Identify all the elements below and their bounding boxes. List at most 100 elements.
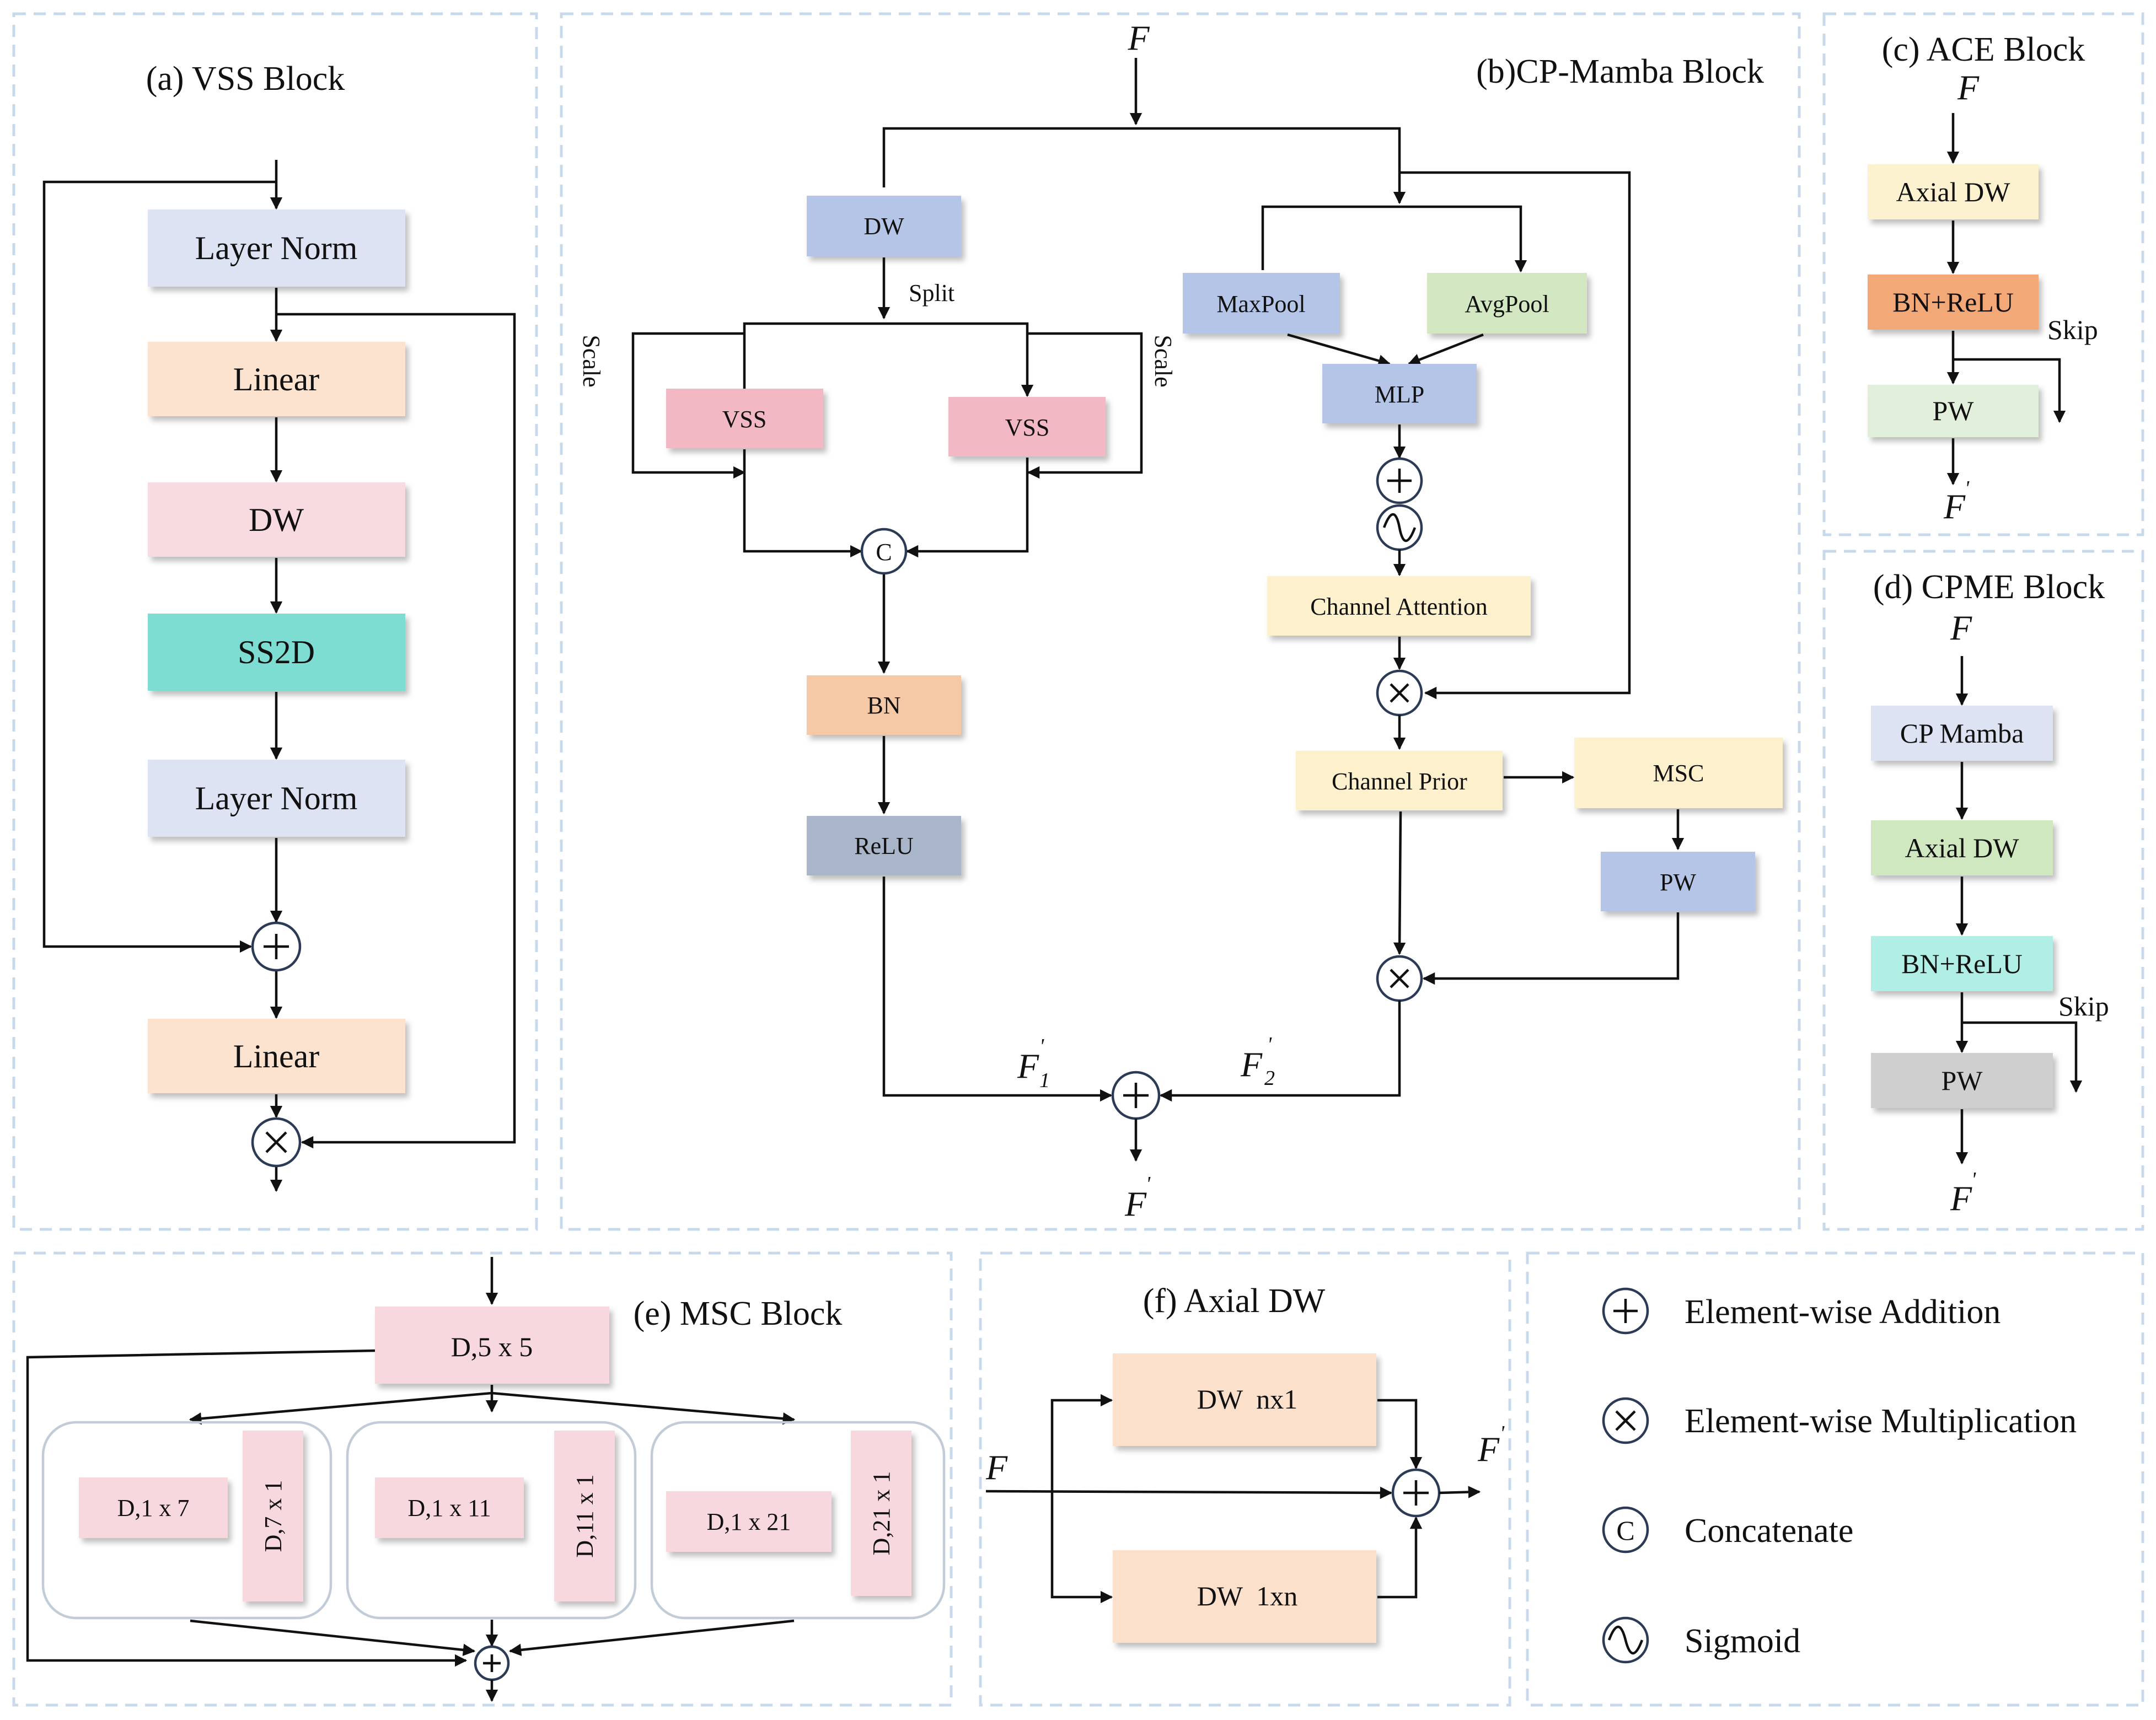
panel-e-title: (e) MSC Block (634, 1295, 843, 1332)
cp-mamba-box (1871, 706, 2053, 761)
c-output-F: F (1943, 487, 1966, 526)
cp-mamba-label: CP Mamba (1900, 718, 2024, 749)
channel-prior-label: Channel Prior (1332, 768, 1467, 795)
vss-label-left: VSS (722, 406, 767, 433)
b-dw-box (807, 196, 961, 256)
scale-label-left: Scale (578, 335, 605, 387)
dw-nx1-box (1113, 1353, 1376, 1446)
concat-circle (860, 528, 908, 575)
linear-label-1: Linear (233, 361, 320, 397)
d1x7-label: D,1 x 7 (117, 1495, 190, 1522)
dw-label: DW (249, 502, 304, 538)
msc-box (1574, 738, 1783, 808)
ss2d-box (148, 614, 405, 691)
c-axial-dw-label: Axial DW (1896, 176, 2011, 207)
d-pw-box (1871, 1053, 2053, 1108)
layer-norm-box-2 (148, 760, 405, 837)
panel-b-title: (b)CP-Mamba Block (1476, 53, 1764, 90)
channel-attention-label: Channel Attention (1310, 593, 1487, 620)
relu-label: ReLU (854, 832, 914, 859)
ss2d-label: SS2D (238, 634, 315, 670)
scale-label-right: Scale (1150, 335, 1177, 387)
f2-prime: ' (1267, 1033, 1272, 1056)
d1x11-box (375, 1477, 524, 1538)
avgpool-label: AvgPool (1465, 291, 1549, 318)
d-output-prime: ' (1971, 1168, 1976, 1191)
d-input-F: F (1950, 608, 1972, 647)
vss-box-left (666, 389, 823, 448)
d1x21-box (666, 1491, 832, 1552)
legend: Element-wise Addition Element-wise Multi… (1602, 1287, 2077, 1664)
panel-a-title: (a) VSS Block (146, 60, 345, 98)
panel-c: (c) ACE Block F Axial DW BN+ReLU Skip PW… (1868, 31, 2098, 526)
b-pw-label: PW (1660, 869, 1696, 896)
c-input-F: F (1957, 68, 1980, 107)
channel-prior-box (1296, 751, 1503, 810)
f-output-F: F (1477, 1429, 1500, 1469)
panel-d-border (1822, 550, 2144, 1231)
f2-subscript: 2 (1264, 1067, 1275, 1090)
d-axial-dw-box (1871, 820, 2053, 875)
panel-a-border (12, 12, 538, 1231)
split-label: Split (909, 280, 954, 307)
c-pw-label: PW (1933, 395, 1975, 426)
panel-c-border (1822, 12, 2144, 536)
linear-box-1 (148, 342, 405, 416)
dw-box (148, 482, 405, 557)
msc-group-2 (346, 1421, 637, 1620)
layer-norm-label-1: Layer Norm (195, 230, 358, 266)
f-output-prime: ' (1500, 1422, 1505, 1445)
legend-multiplication-label: Element-wise Multiplication (1685, 1402, 2077, 1440)
d5x5-label: D,5 x 5 (451, 1331, 533, 1362)
d5x5-box (375, 1307, 609, 1384)
d11x1-label: D,11 x 1 (571, 1474, 598, 1557)
msc-group-1 (41, 1421, 332, 1620)
d11x1-box (554, 1431, 615, 1601)
f1-subscript: 1 (1039, 1069, 1050, 1092)
panel-a: (a) VSS Block Layer Norm Linear DW SS2D … (42, 60, 516, 1192)
bn-box (807, 675, 961, 735)
d21x1-box (851, 1431, 911, 1596)
legend-addition-label: Element-wise Addition (1685, 1293, 2001, 1331)
bn-label: BN (867, 692, 900, 719)
legend-sigmoid-label: Sigmoid (1685, 1622, 1800, 1660)
concatenate-icon-letter: C (1616, 1515, 1634, 1546)
d-skip-label: Skip (2058, 991, 2109, 1022)
dw-1xn-label: DW 1xn (1197, 1581, 1297, 1611)
panel-b: (b)CP-Mamba Block F DW Split Scale Scale… (578, 18, 1783, 1223)
layer-norm-label-2: Layer Norm (195, 780, 358, 816)
maxpool-label: MaxPool (1216, 291, 1305, 318)
linear-label-2: Linear (233, 1038, 320, 1074)
panel-legend-border (1526, 1251, 2144, 1707)
f-input-F: F (985, 1448, 1008, 1487)
d-bn-relu-label: BN+ReLU (1901, 948, 2023, 979)
c-output-prime: ' (1965, 477, 1970, 500)
legend-concatenate-label: Concatenate (1685, 1512, 1853, 1550)
panel-e: (e) MSC Block D,5 x 5 D,1 x 7 D,7 x 1 D,… (26, 1257, 946, 1702)
d7x1-box (243, 1431, 303, 1601)
d1x11-label: D,1 x 11 (407, 1495, 491, 1522)
d-pw-label: PW (1942, 1065, 1983, 1096)
d-bn-relu-box (1871, 936, 2053, 991)
f1-label: F (1017, 1046, 1039, 1085)
b-pw-box (1601, 852, 1755, 911)
avgpool-box (1427, 273, 1587, 334)
panel-e-border (12, 1251, 953, 1707)
d1x21-label: D,1 x 21 (707, 1508, 791, 1535)
d21x1-label: D,21 x 1 (868, 1471, 895, 1556)
channel-attention-box (1267, 576, 1531, 636)
d-output-F: F (1950, 1179, 1972, 1218)
panel-d: (d) CPME Block F CP Mamba Axial DW BN+Re… (1871, 568, 2109, 1218)
panel-f-title: (f) Axial DW (1143, 1282, 1326, 1320)
b-dw-label: DW (864, 213, 904, 240)
vss-box-right (948, 397, 1106, 456)
dw-1xn-box (1113, 1550, 1376, 1643)
linear-box-2 (148, 1019, 405, 1093)
concatenate-icon (1602, 1506, 1649, 1554)
panel-f: (f) Axial DW F F ' DW nx1 DW 1xn (985, 1282, 1505, 1643)
msc-label: MSC (1653, 760, 1704, 787)
panel-b-border (560, 12, 1801, 1231)
concat-symbol: C (876, 539, 892, 566)
layer-norm-box-1 (148, 209, 405, 287)
